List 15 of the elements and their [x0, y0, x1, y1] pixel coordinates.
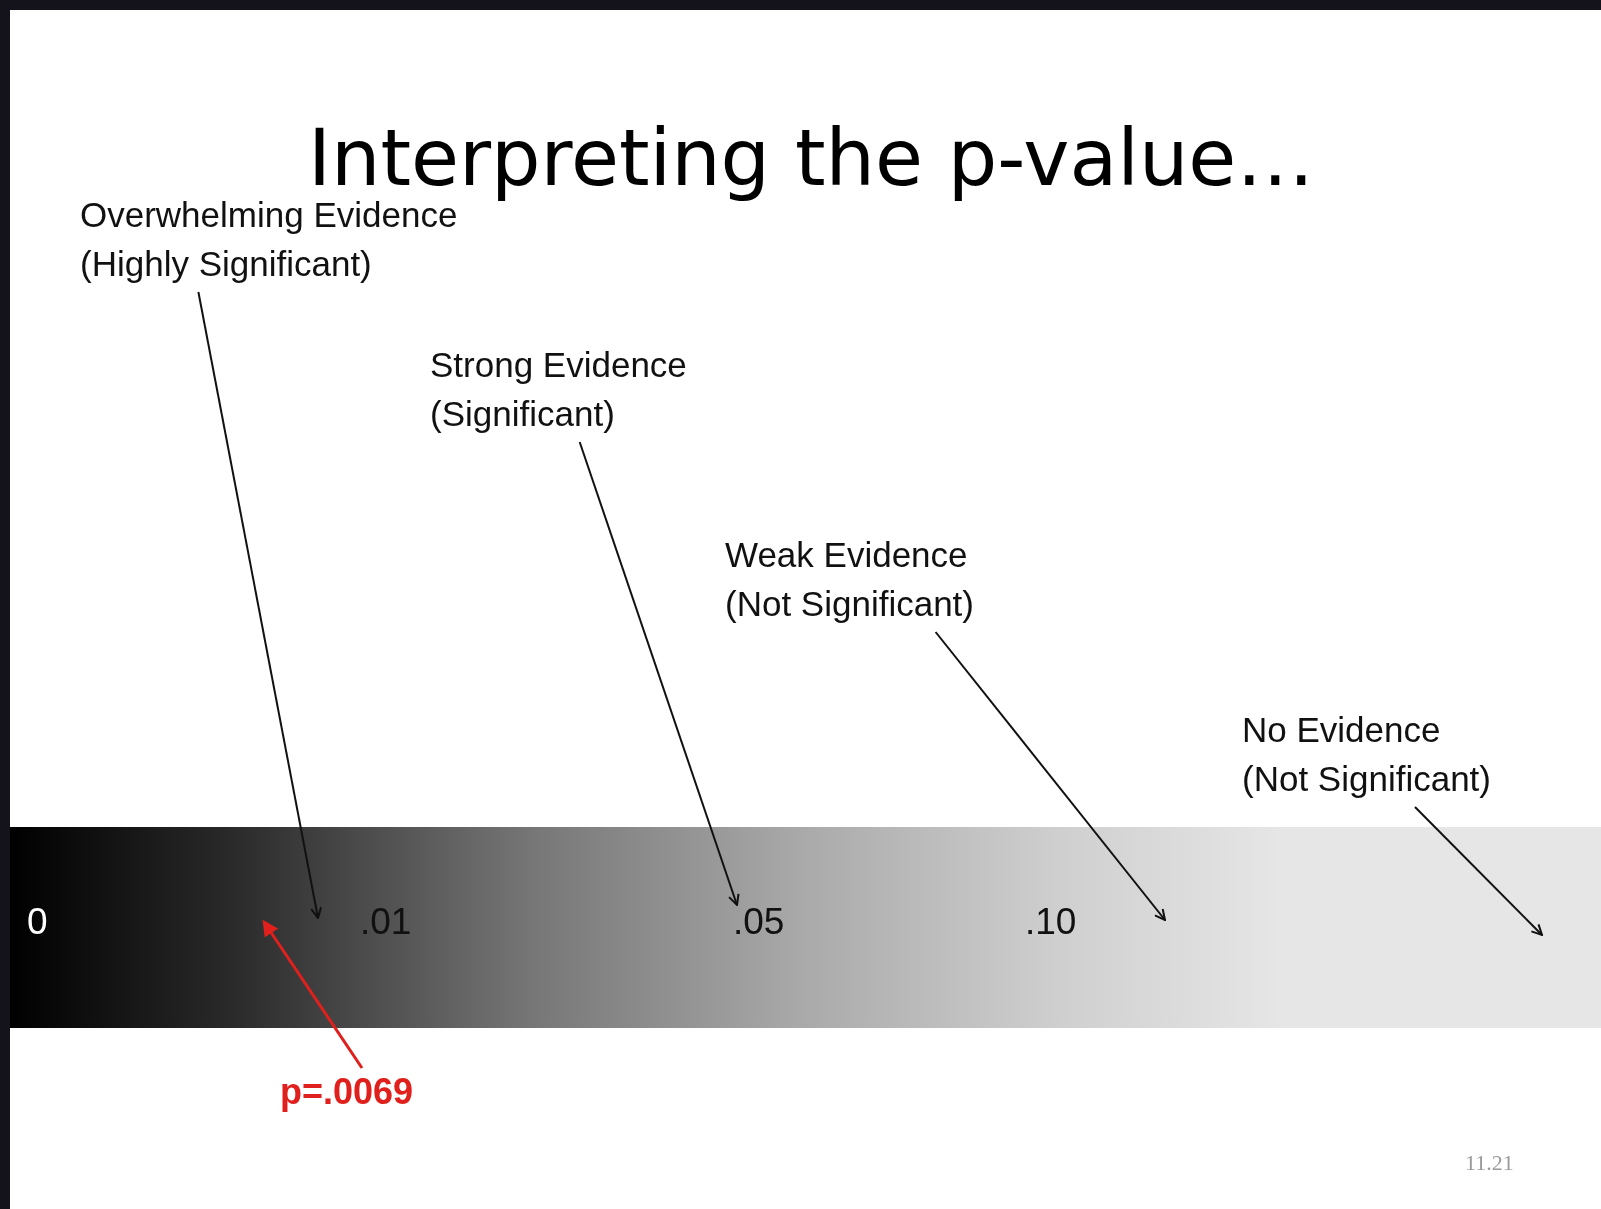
- slide-number: 11.21: [1465, 1150, 1514, 1176]
- annotation-text: Strong Evidence (Significant): [430, 340, 750, 438]
- tick-label: 0: [27, 900, 48, 944]
- tick-label: .01: [360, 900, 412, 944]
- leader-arrow: [197, 291, 323, 919]
- leader-arrow: [934, 631, 1166, 921]
- leader-arrow: [578, 441, 740, 906]
- pointer-arrow: [262, 919, 364, 1069]
- gradient-scale-bar: [10, 827, 1601, 1028]
- annotation-text: No Evidence (Not Significant): [1242, 705, 1500, 803]
- leader-arrow: [1414, 806, 1543, 936]
- tick-label: .05: [733, 900, 785, 944]
- annotation-text: Weak Evidence (Not Significant): [725, 530, 1005, 628]
- p-value-label: p=.0069: [280, 1070, 440, 1114]
- tick-label: .10: [1025, 900, 1077, 944]
